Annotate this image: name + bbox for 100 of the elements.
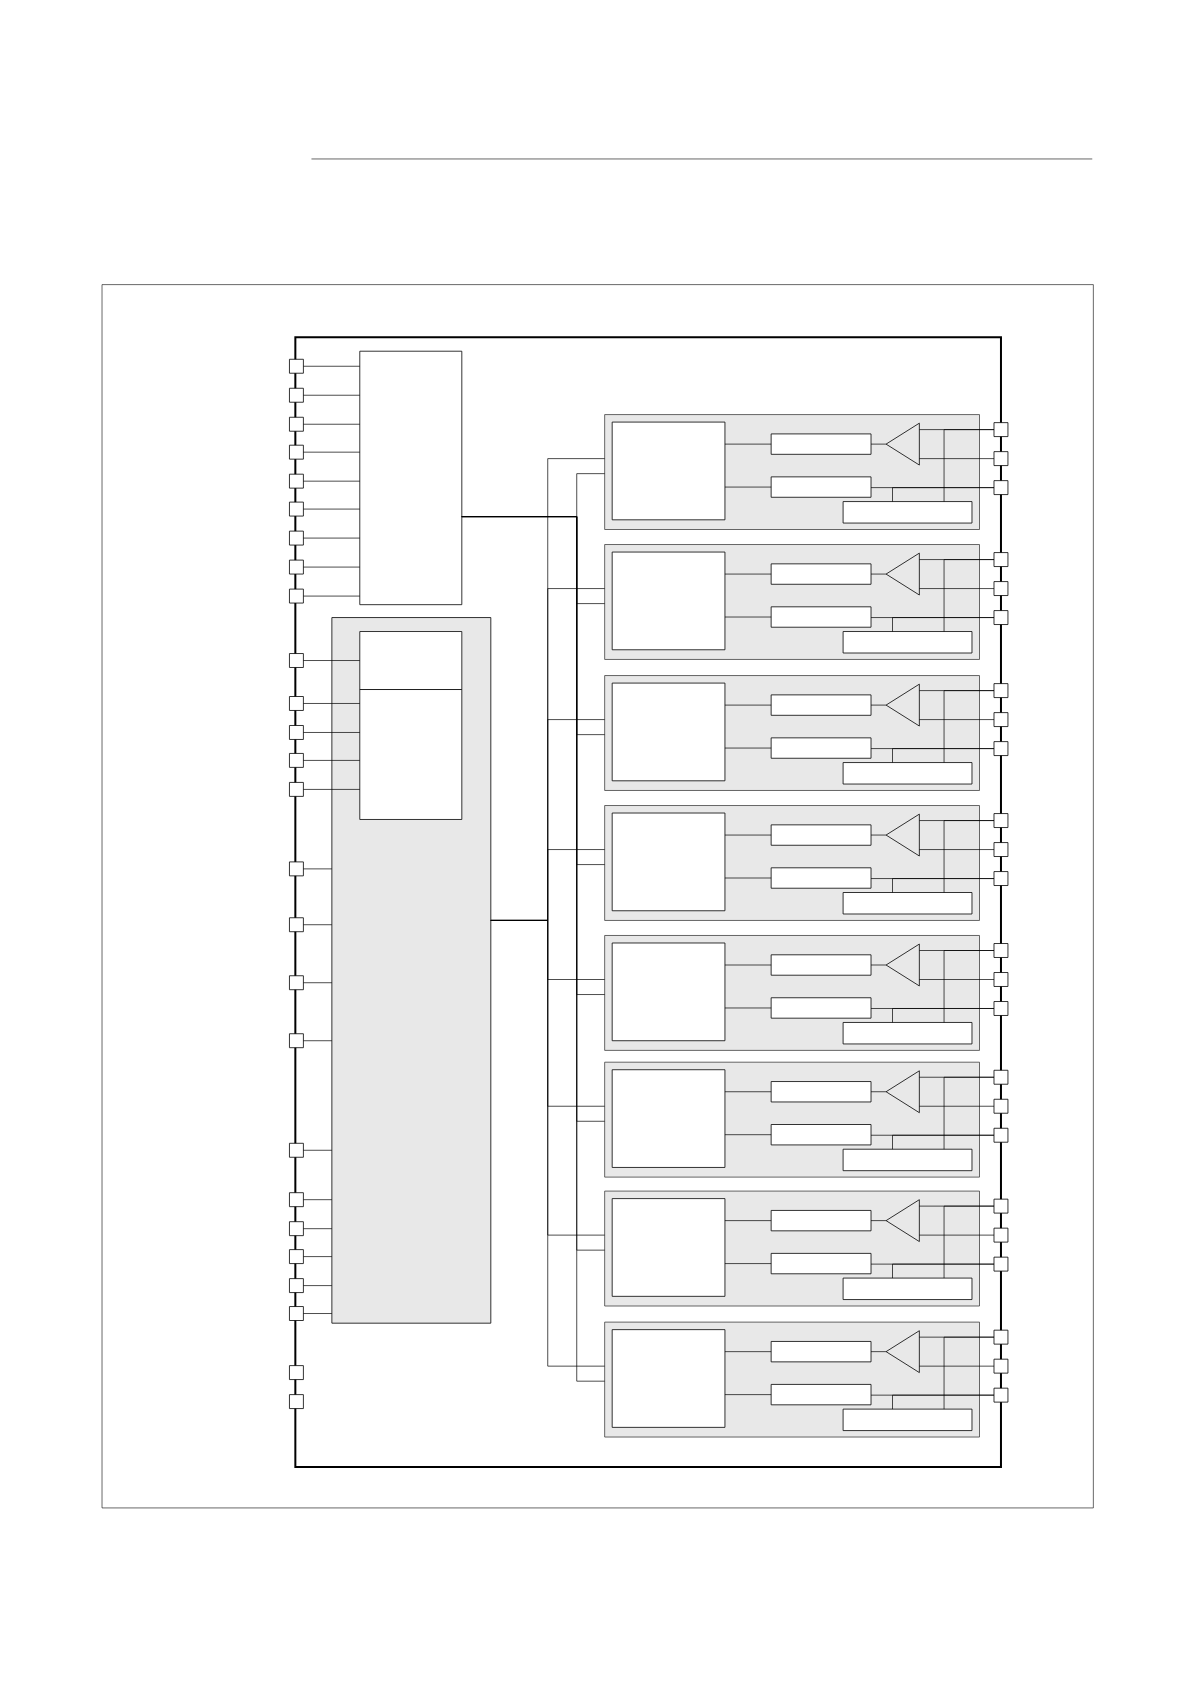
connection-line bbox=[724, 1220, 772, 1221]
connection-line bbox=[919, 719, 995, 720]
pin-pad bbox=[993, 741, 1009, 756]
function-block bbox=[770, 1210, 872, 1232]
function-block bbox=[770, 1253, 872, 1275]
connection-line bbox=[724, 486, 772, 488]
amplifier-triangle bbox=[885, 1330, 920, 1373]
pin-pad bbox=[289, 917, 304, 933]
pin-pad bbox=[993, 1198, 1009, 1214]
connection-line bbox=[870, 1091, 887, 1093]
pin-pad bbox=[289, 559, 304, 575]
connection-line bbox=[303, 365, 361, 367]
connection-line bbox=[892, 617, 995, 632]
connection-line bbox=[892, 487, 995, 502]
connection-line bbox=[303, 1256, 333, 1257]
pin-pad bbox=[993, 1329, 1009, 1345]
connection-line bbox=[943, 690, 995, 763]
connection-line bbox=[892, 1008, 995, 1023]
function-block bbox=[770, 694, 872, 716]
function-block bbox=[842, 501, 973, 524]
amplifier-triangle bbox=[885, 683, 920, 727]
connection-line bbox=[870, 704, 887, 706]
connection-line bbox=[892, 878, 995, 893]
function-block bbox=[359, 350, 463, 606]
function-block bbox=[770, 997, 872, 1019]
connection-line bbox=[870, 1351, 887, 1352]
connection-line bbox=[724, 1351, 772, 1352]
function-block bbox=[770, 433, 872, 455]
connection-line bbox=[724, 747, 772, 749]
pin-pad bbox=[993, 1001, 1009, 1016]
pin-pad bbox=[289, 1249, 304, 1264]
pin-pad bbox=[289, 501, 304, 517]
pin-pad bbox=[289, 696, 304, 711]
function-block bbox=[770, 824, 872, 846]
pin-pad bbox=[289, 473, 304, 489]
connection-line bbox=[303, 1040, 333, 1042]
pin-pad bbox=[993, 552, 1009, 567]
function-block bbox=[611, 942, 726, 1042]
function-block bbox=[611, 551, 726, 651]
pin-pad bbox=[289, 753, 304, 768]
connection-line bbox=[919, 849, 995, 850]
connection-line bbox=[303, 480, 361, 482]
connection-line bbox=[724, 877, 772, 879]
connection-line bbox=[303, 1228, 333, 1229]
pin-pad bbox=[993, 871, 1009, 886]
connection-line bbox=[724, 1263, 772, 1264]
connection-line bbox=[724, 443, 772, 445]
connection-line bbox=[724, 1394, 772, 1395]
connection-line bbox=[943, 1336, 995, 1410]
function-block bbox=[770, 476, 872, 498]
connection-line bbox=[303, 789, 361, 790]
pin-pad bbox=[993, 1069, 1009, 1085]
pin-pad bbox=[289, 1142, 304, 1158]
function-block bbox=[770, 606, 872, 628]
function-block bbox=[611, 1329, 726, 1428]
connection-line bbox=[892, 1394, 995, 1410]
connection-line bbox=[303, 703, 361, 704]
function-block bbox=[842, 1277, 973, 1300]
pin-pad bbox=[993, 480, 1009, 495]
pin-pad bbox=[289, 387, 304, 403]
connection-line bbox=[724, 834, 772, 836]
connection-line bbox=[870, 1220, 887, 1221]
pin-pad bbox=[993, 813, 1009, 828]
connection-line bbox=[870, 834, 887, 836]
connection-line bbox=[303, 423, 361, 425]
function-block bbox=[770, 1124, 872, 1146]
pin-pad bbox=[289, 588, 304, 604]
pin-pad bbox=[289, 861, 304, 877]
connection-line bbox=[943, 429, 995, 502]
pin-pad bbox=[993, 422, 1009, 437]
pin-pad bbox=[289, 358, 304, 374]
pin-pad bbox=[993, 581, 1009, 596]
connection-line bbox=[943, 1205, 995, 1279]
connection-line bbox=[724, 704, 772, 706]
pin-pad bbox=[993, 842, 1009, 857]
connection-line bbox=[303, 760, 361, 761]
function-block bbox=[842, 1148, 973, 1172]
pin-pad bbox=[993, 1098, 1009, 1114]
connection-line bbox=[303, 1285, 333, 1286]
connection-line bbox=[724, 964, 772, 966]
pin-pad bbox=[993, 1227, 1009, 1243]
connection-line bbox=[303, 508, 361, 510]
pin-pad bbox=[993, 1256, 1009, 1272]
connection-line bbox=[303, 1313, 333, 1314]
connection-line bbox=[724, 616, 772, 618]
connection-line bbox=[892, 748, 995, 763]
connection-line bbox=[943, 950, 995, 1023]
function-block bbox=[611, 1069, 726, 1168]
pin-pad bbox=[289, 1221, 304, 1237]
connection-line bbox=[303, 1199, 333, 1201]
function-block bbox=[770, 867, 872, 889]
pin-pad bbox=[993, 943, 1009, 958]
pin-pad bbox=[289, 975, 304, 991]
connection-line bbox=[919, 588, 995, 589]
pin-pad bbox=[993, 1358, 1009, 1374]
connection-line bbox=[919, 1234, 995, 1236]
pin-pad bbox=[289, 1033, 304, 1049]
connection-line bbox=[303, 595, 361, 597]
connection-line bbox=[303, 451, 361, 453]
amplifier-triangle bbox=[885, 1070, 920, 1114]
